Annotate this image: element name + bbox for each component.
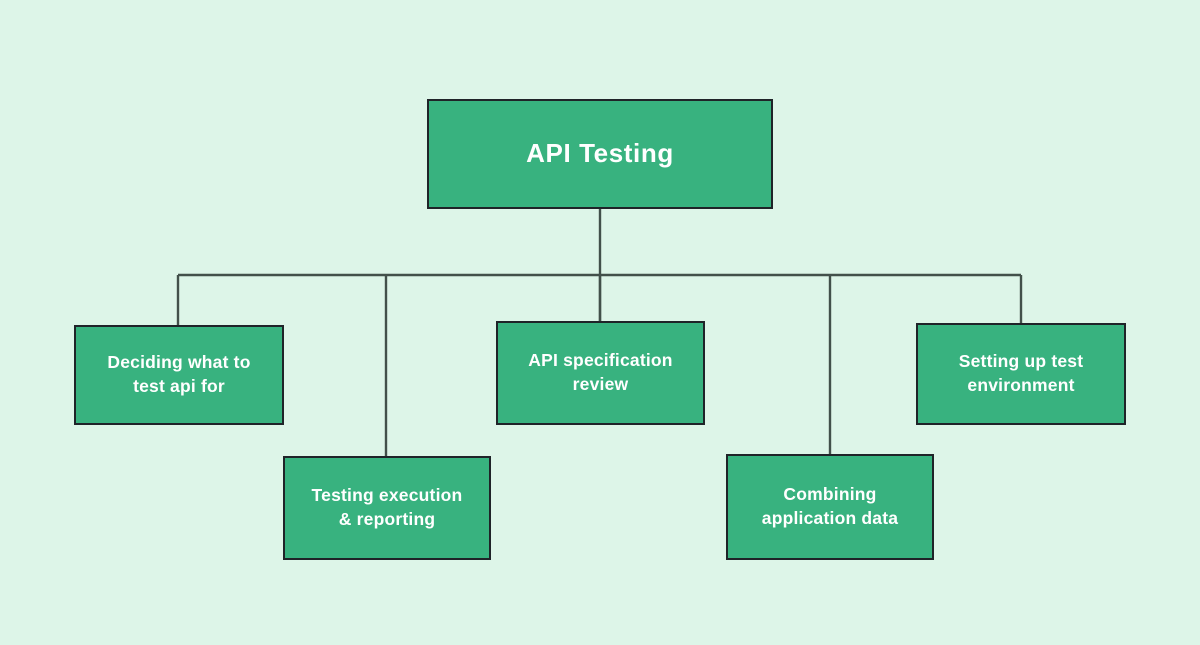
node-combining-application-data[interactable]: Combining application data bbox=[726, 454, 934, 560]
node-setting-up-test-environment[interactable]: Setting up test environment bbox=[916, 323, 1126, 425]
node-label: Combining application data bbox=[761, 484, 899, 528]
node-root[interactable]: API Testing bbox=[427, 99, 773, 209]
node-testing-execution-and-reporting[interactable]: Testing execution & reporting bbox=[283, 456, 491, 560]
node-label: Deciding what to test api for bbox=[107, 352, 251, 396]
node-label: Testing execution & reporting bbox=[311, 485, 463, 529]
node-api-specification-review[interactable]: API specification review bbox=[496, 321, 705, 425]
node-deciding-what-to-test-api-for[interactable]: Deciding what to test api for bbox=[74, 325, 284, 425]
node-label: Setting up test environment bbox=[958, 351, 1084, 395]
node-root-label: API Testing bbox=[526, 138, 674, 169]
node-label: API specification review bbox=[528, 350, 673, 394]
